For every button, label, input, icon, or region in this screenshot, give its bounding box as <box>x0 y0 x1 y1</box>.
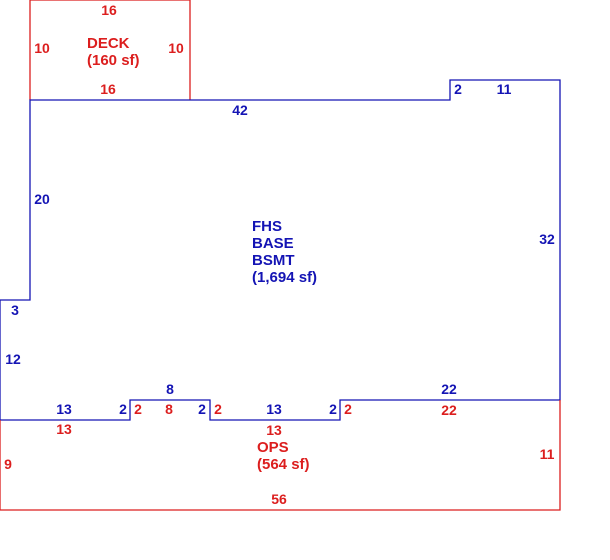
base-dim-notch-top: 8 <box>166 381 174 397</box>
base-dim-bottom-mid: 13 <box>266 401 282 417</box>
base-area-line-3: BSMT <box>252 252 295 269</box>
ops-dim-notch-left: 2 <box>134 401 142 417</box>
base-dim-left-jog: 3 <box>11 302 19 318</box>
base-dim-bottom-left: 13 <box>56 401 72 417</box>
ops-area-size: (564 sf) <box>257 456 310 473</box>
base-area-line-2: BASE <box>252 235 294 252</box>
base-dim-notch-left: 2 <box>119 401 127 417</box>
base-dim-top-right: 11 <box>497 81 512 97</box>
ops-dim-top-mid: 13 <box>266 422 282 438</box>
deck-outline <box>29 0 191 100</box>
ops-area-label: OPS (564 sf) <box>257 439 310 473</box>
base-dim-left-upper: 20 <box>34 191 50 207</box>
ops-dim-right: 11 <box>540 446 555 462</box>
base-dim-mid-step: 2 <box>329 401 337 417</box>
deck-area-label: DECK (160 sf) <box>87 35 140 69</box>
base-area-label: FHS BASE BSMT (1,694 sf) <box>252 218 317 286</box>
ops-dim-notch-right: 2 <box>214 401 222 417</box>
deck-dim-left: 10 <box>34 40 50 56</box>
ops-dim-top-left: 13 <box>56 421 72 437</box>
ops-outline <box>0 400 561 511</box>
ops-dim-left: 9 <box>4 456 12 472</box>
base-dim-right: 32 <box>539 231 555 247</box>
deck-dim-bottom: 16 <box>100 81 116 97</box>
deck-dim-top: 16 <box>101 2 117 18</box>
base-dim-notch-right: 2 <box>198 401 206 417</box>
base-dim-top-step: 2 <box>454 81 462 97</box>
base-outline <box>0 79 561 421</box>
deck-area-size: (160 sf) <box>87 52 140 69</box>
ops-dim-step: 2 <box>344 401 352 417</box>
ops-dim-bottom: 56 <box>271 491 287 507</box>
deck-area-name: DECK <box>87 35 130 52</box>
ops-area-name: OPS <box>257 439 289 456</box>
ops-dim-top-right: 22 <box>441 402 457 418</box>
base-dim-top-main: 42 <box>232 102 248 118</box>
base-dim-bottom-right: 22 <box>441 381 457 397</box>
base-area-line-1: FHS <box>252 218 282 235</box>
deck-dim-right: 10 <box>168 40 184 56</box>
base-area-size: (1,694 sf) <box>252 269 317 286</box>
ops-dim-notch-bottom: 8 <box>165 401 173 417</box>
base-dim-left-lower: 12 <box>5 351 21 367</box>
